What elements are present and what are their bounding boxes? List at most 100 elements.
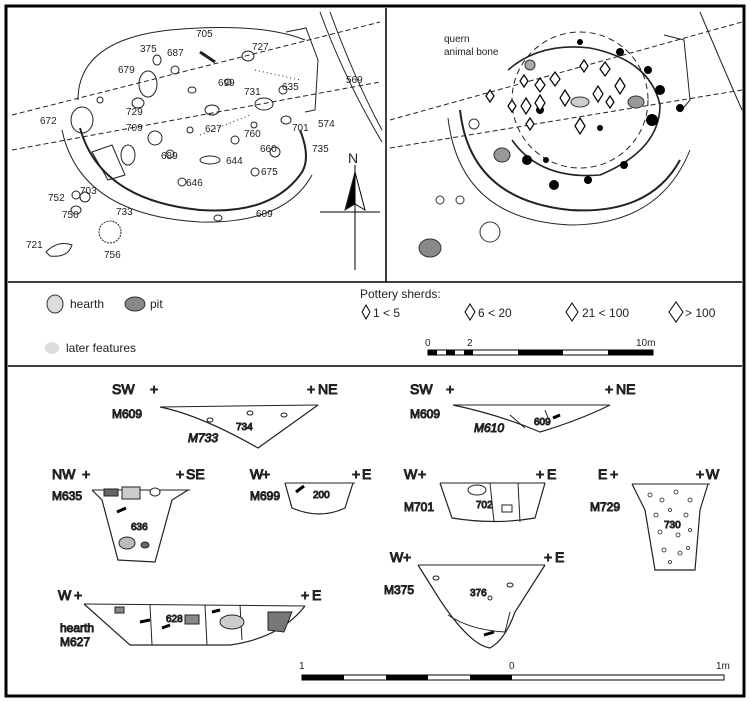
sub-cut-label: M610 [474, 421, 504, 435]
cut-label: M701 [404, 500, 434, 514]
section-right-dir: SE [186, 466, 205, 482]
feature-label: 672 [40, 116, 57, 127]
posthole-black [655, 85, 665, 95]
hearth-swatch [46, 294, 64, 314]
feature-label: 609 [256, 209, 273, 220]
feature-label: 679 [118, 65, 135, 76]
fill-line [489, 482, 495, 523]
pottery-diamond [534, 93, 546, 113]
section-left-dir: W [58, 587, 72, 603]
modern-boundary-2 [319, 11, 383, 143]
cut-label: M729 [590, 500, 620, 514]
plan-scale-bar [427, 349, 654, 356]
pottery-diamond [614, 76, 626, 96]
stone [219, 614, 245, 630]
pit-721 [45, 243, 73, 257]
baseline-dashed-2 [11, 81, 381, 151]
inclusion [506, 582, 514, 588]
section-m729 [631, 483, 710, 571]
pottery-diamond [519, 73, 529, 89]
ring-gully-outer [61, 129, 313, 223]
scale-bar-outline [301, 674, 725, 681]
stone [118, 536, 136, 550]
legend-pit: pit [150, 297, 163, 311]
later-feature [468, 118, 480, 130]
ground-line [83, 603, 306, 607]
ring-gully-upper [77, 27, 306, 101]
inclusion [487, 595, 493, 601]
pit-760 [250, 121, 258, 129]
post-hole [96, 96, 104, 104]
charcoal [483, 630, 495, 637]
scale-seg [386, 675, 428, 680]
legend: hearth pit later features Pottery sherds… [45, 287, 716, 356]
posthole-black [676, 104, 684, 112]
plus-mark: + [605, 381, 613, 397]
charcoal [161, 623, 171, 630]
later-pit [493, 147, 511, 163]
inclusion [432, 575, 440, 581]
section-m699 [284, 482, 355, 515]
pottery-diamond-4 [668, 301, 684, 323]
scale-seg [302, 675, 344, 680]
feature-label: 627 [205, 124, 222, 135]
post-hole [187, 86, 197, 94]
figure-frame [4, 4, 746, 698]
section-right-dir: NE [616, 381, 635, 397]
posthole-black [549, 180, 559, 190]
charcoal [211, 608, 221, 614]
pit-727 [241, 50, 255, 62]
plan-left-labels: 705 375 687 727 679 699 635 569 731 672 … [26, 29, 363, 261]
pit-729 [131, 97, 145, 109]
section-m609-right [452, 404, 611, 433]
cut-label: M635 [52, 489, 82, 503]
pottery-diamond [579, 58, 589, 74]
hearth-outline [120, 144, 136, 166]
section-right-dir: NE [318, 381, 337, 397]
north-label: N [348, 150, 358, 166]
pit-752 [71, 190, 81, 200]
section-m609-left [159, 404, 319, 449]
pit-609-node [213, 214, 223, 222]
pit-689 [165, 149, 175, 159]
later-pit [627, 95, 645, 109]
feature-label: 760 [244, 129, 261, 140]
posthole-black [597, 125, 603, 131]
pottery-diamond [599, 60, 611, 78]
later-feature [435, 195, 445, 205]
plus-mark: + [150, 381, 158, 397]
posthole-black [577, 39, 583, 45]
inclusion [246, 410, 254, 416]
pottery-diamond [559, 88, 571, 108]
post-hole [186, 126, 194, 134]
fill-line [149, 604, 153, 646]
pottery-class-2: 6 < 20 [478, 306, 512, 320]
pottery-diamond [520, 96, 532, 116]
fill-line [204, 604, 208, 646]
plus-mark: + [536, 466, 544, 482]
plus-mark: + [262, 466, 270, 482]
pottery-diamond-2 [464, 303, 476, 321]
feature-label: 687 [167, 48, 184, 59]
section-left-dir: NW [52, 466, 76, 482]
baseline-dashed [389, 21, 743, 121]
pottery-diamond-1 [361, 303, 371, 321]
cut-profile [159, 404, 319, 449]
posthole-black [584, 176, 592, 184]
fill-label: 628 [166, 614, 183, 625]
posthole-black [543, 157, 549, 163]
scale-label-0: 0 [425, 338, 431, 349]
fill-label: 702 [476, 500, 493, 511]
pottery-diamond [605, 94, 615, 110]
north-arrow-head [354, 171, 366, 212]
feature-label: 644 [226, 156, 243, 167]
section-m375 [417, 564, 546, 649]
feature-label: 756 [104, 250, 121, 261]
section-right-dir: E [312, 587, 321, 603]
post-hole [230, 135, 240, 145]
gully-terminal-west [91, 144, 126, 181]
feature-label: 701 [292, 123, 309, 134]
pit-731 [254, 97, 274, 111]
feature-label: 735 [312, 144, 329, 155]
